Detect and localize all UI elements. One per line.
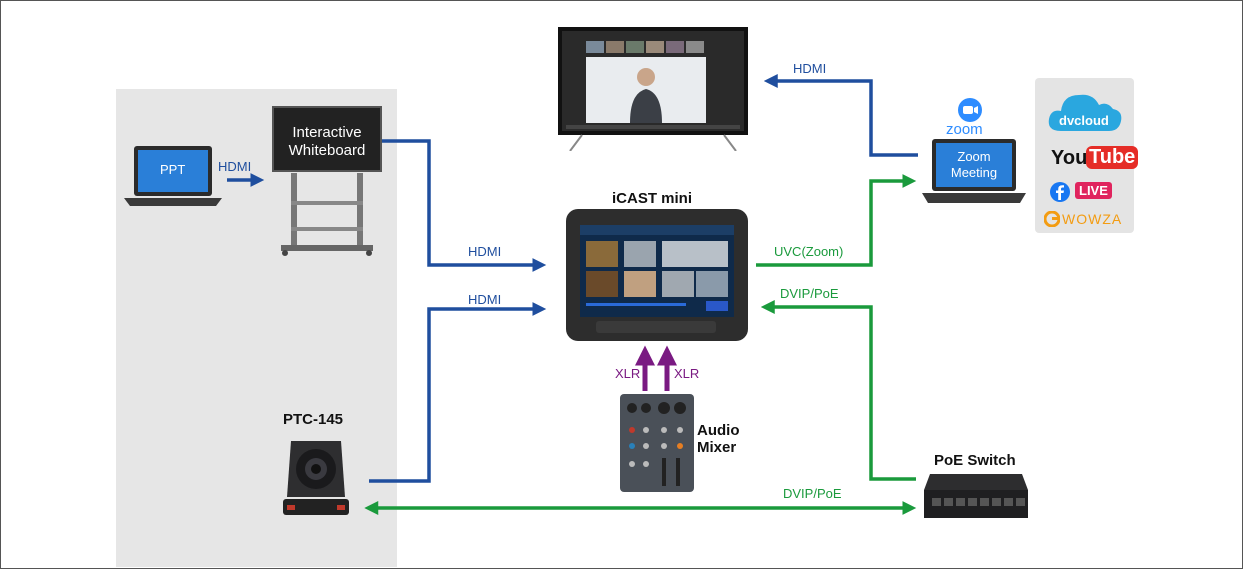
tv-hdmi-label: HDMI <box>793 61 827 76</box>
zoom-laptop <box>922 139 1026 203</box>
dvip-icast-line <box>760 300 916 481</box>
xlr-left-label: XLR <box>615 366 641 381</box>
wowza-text: WOWZA <box>1062 211 1123 227</box>
interactive-whiteboard <box>272 106 382 256</box>
hdmi-tv-line <box>763 74 918 157</box>
dvip-camera-label: DVIP/PoE <box>783 486 842 501</box>
switch-title: PoE Switch <box>934 452 1016 469</box>
zoom-laptop-label-line1: Zoom <box>957 149 991 164</box>
ppt-hdmi-label: HDMI <box>218 159 252 174</box>
xlr-right-label: XLR <box>674 366 700 381</box>
youtube-you-text: You <box>1051 147 1088 169</box>
zoom-icon <box>958 98 982 122</box>
ppt-label: PPT <box>160 162 186 177</box>
zoom-laptop-label-line2: Meeting <box>950 165 998 180</box>
mixer-title-line1: Audio <box>697 422 740 439</box>
wowza-icon <box>1044 211 1060 227</box>
dvcloud-icon <box>1048 94 1122 131</box>
camera-title: PTC-145 <box>283 411 344 428</box>
poe-switch-device <box>924 474 1028 518</box>
zoom-logo-text: zoom <box>946 121 983 138</box>
hdmi-camera-line <box>369 302 547 483</box>
dvip-icast-label: DVIP/PoE <box>780 286 839 301</box>
whiteboard-label-line2: Whiteboard <box>288 142 366 159</box>
facebook-live-text: LIVE <box>1075 182 1112 199</box>
hdmi-whiteboard-line <box>382 139 547 272</box>
dvcloud-text: dvcloud <box>1059 113 1109 128</box>
uvc-label: UVC(Zoom) <box>774 244 844 259</box>
youtube-tube-text: Tube <box>1086 146 1139 169</box>
whiteboard-hdmi-label: HDMI <box>468 244 502 259</box>
ppt-laptop <box>124 146 222 206</box>
ptz-camera <box>283 441 349 515</box>
audio-mixer-device <box>620 394 694 492</box>
icast-title: iCAST mini <box>612 190 693 207</box>
whiteboard-label-line1: Interactive <box>292 124 362 141</box>
icast-mini-device <box>566 209 748 341</box>
camera-hdmi-label: HDMI <box>468 292 502 307</box>
uvc-line <box>756 174 917 267</box>
facebook-icon <box>1050 182 1070 202</box>
tv-monitor <box>558 27 748 151</box>
mixer-title-line2: Mixer <box>697 439 737 456</box>
